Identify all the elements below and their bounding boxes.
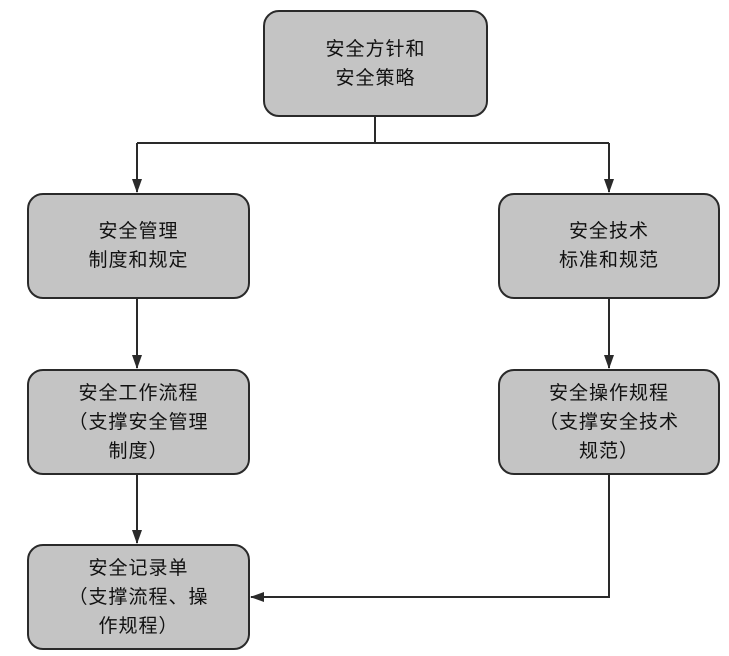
node-security-record-sheet-line-3: 作规程） xyxy=(98,614,179,637)
node-operating-procedures-line-3: 规范） xyxy=(578,439,639,462)
node-security-policy-line-1: 安全方针和 xyxy=(325,37,426,60)
node-management-regulations-line-1: 安全管理 xyxy=(98,220,179,242)
node-security-workflow-line-1: 安全工作流程 xyxy=(78,381,199,404)
node-security-policy-line-2: 安全策略 xyxy=(335,66,416,89)
arrow-ops-to-record xyxy=(250,475,610,602)
node-security-record-sheet: 安全记录单 （支撑流程、操 作规程） xyxy=(27,544,250,650)
node-technical-standards: 安全技术 标准和规范 xyxy=(498,193,720,299)
node-technical-standards-line-2: 标准和规范 xyxy=(558,249,659,271)
node-management-regulations: 安全管理 制度和规定 xyxy=(27,193,250,299)
node-security-workflow-line-2: （支撑安全管理 xyxy=(68,410,209,433)
node-security-record-sheet-line-1: 安全记录单 xyxy=(88,556,189,579)
node-security-workflow-line-3: 制度） xyxy=(108,439,169,462)
node-management-regulations-line-2: 制度和规定 xyxy=(88,249,189,271)
node-operating-procedures-line-2: （支撑安全技术 xyxy=(538,410,679,433)
node-operating-procedures: 安全操作规程 （支撑安全技术 规范） xyxy=(498,369,720,475)
node-security-policy: 安全方针和 安全策略 xyxy=(263,10,488,117)
node-security-workflow: 安全工作流程 （支撑安全管理 制度） xyxy=(27,369,250,475)
node-security-record-sheet-line-2: （支撑流程、操 xyxy=(68,585,209,608)
node-operating-procedures-line-1: 安全操作规程 xyxy=(548,381,669,404)
node-technical-standards-line-1: 安全技术 xyxy=(568,220,649,242)
